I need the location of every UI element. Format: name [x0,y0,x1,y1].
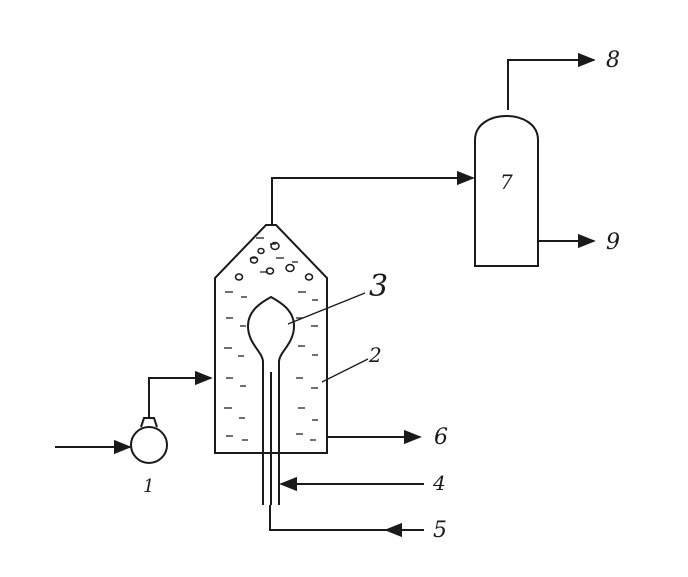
reactor-2 [214,224,328,454]
separator-shell [474,115,539,267]
reactor-leader-line [321,358,369,383]
label-separator: 7 [500,170,513,194]
pump-to-reactor-line [148,370,213,418]
pump-body [130,426,168,464]
pump-1 [130,417,168,464]
pump-nozzle [140,417,158,428]
label-reactor: 2 [368,343,382,367]
label-outlet-8: 8 [606,48,620,73]
label-inlet-5: 5 [433,518,447,543]
label-inlet-4: 4 [432,471,446,495]
label-pump: 1 [143,476,154,497]
burner-tip [246,295,296,505]
label-outlet-9: 9 [606,230,620,255]
outlet-8-line [507,52,596,110]
inlet-5-line [269,505,424,531]
separator-7 [474,115,539,267]
reactor-liquid-dashes [224,237,318,441]
reactor-to-separator-line [271,170,475,225]
label-outlet-6: 6 [434,425,448,450]
gas-bubbles [234,241,314,281]
label-burner: 3 [369,269,388,304]
burner-leader-line [287,292,366,325]
burner-3 [246,295,296,505]
reactor-shell [214,224,328,454]
